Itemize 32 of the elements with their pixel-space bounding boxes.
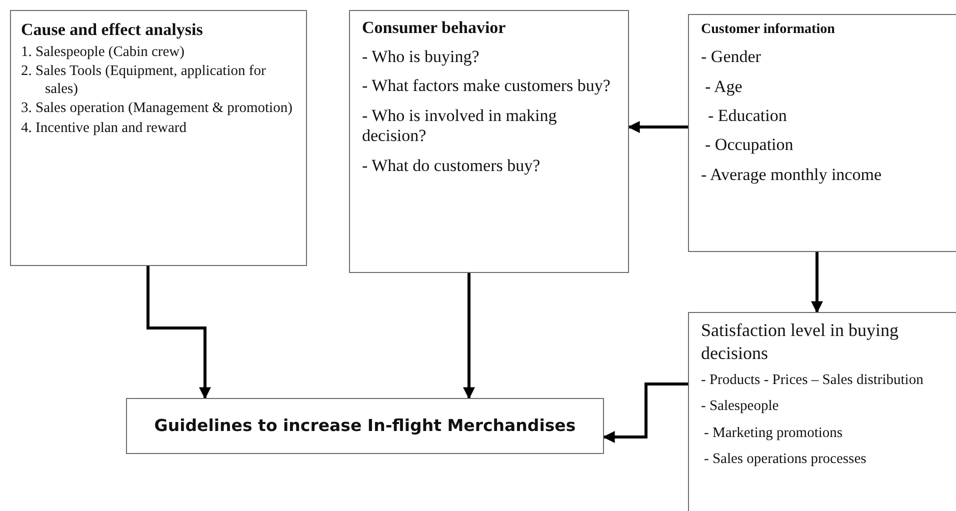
list-item: - Education [707,106,788,126]
list-item: - Age [704,76,744,97]
arrow [628,121,688,133]
process-box [688,14,956,252]
result-box [126,398,604,454]
list-item: - Occupation [704,135,794,156]
box-heading: Satisfaction level in buying decisions [701,319,900,366]
arrow [463,273,475,400]
list-item: - Who is involved in making decision? [362,106,558,147]
list-item: 1. Salespeople (Cabin crew) [21,44,186,62]
list-item: - Sales operations processes [703,450,868,468]
list-item: - Average monthly income [701,164,882,186]
list-item: - Products - Prices – Sales distribution [701,372,924,390]
list-item: - Who is buying? [362,47,480,68]
process-box [688,312,956,511]
box-heading: Customer information [701,21,836,39]
process-box [10,10,307,266]
list-item: 3. Sales operation (Management & promotion) [21,100,294,118]
list-item: - What do customers buy? [362,156,542,176]
list-item: - Gender [701,47,762,68]
box-text: Guidelines to increase In-flight Merchandises [154,415,576,437]
arrow [811,252,823,314]
list-item: - Marketing promotions [703,424,844,442]
process-box [349,10,629,273]
arrow [602,382,688,443]
arrow [146,266,211,400]
list-item: 2. Sales Tools (Equipment, application for sales) [21,63,267,98]
list-item: - What factors make customers buy? [362,76,612,97]
list-item: 4. Incentive plan and reward [21,120,188,138]
box-heading: Consumer behavior [362,17,507,39]
box-heading: Cause and effect analysis [21,19,204,41]
list-item: - Salespeople [701,398,780,416]
